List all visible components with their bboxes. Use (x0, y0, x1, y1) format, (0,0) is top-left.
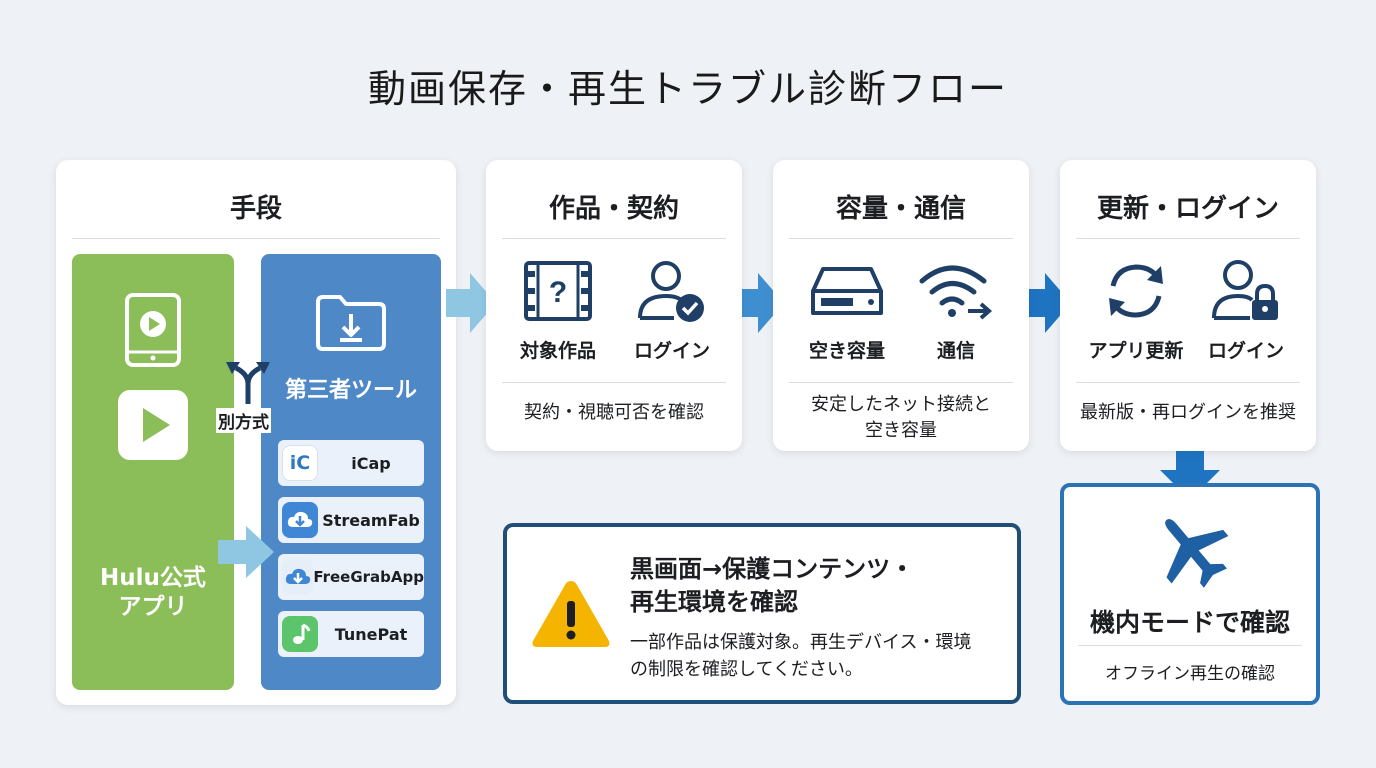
divider (789, 238, 1013, 239)
alt-method-label: 別方式 (216, 408, 271, 433)
warning-body-line: 一部作品は保護対象。再生デバイス・環境 (630, 632, 972, 653)
warning-title-line: 黒画面→保護コンテンツ・ (630, 555, 915, 583)
third-party-label: 第三者ツール (284, 378, 417, 403)
tool-item-freegrabapp[interactable]: FreeGrabApp (278, 554, 424, 600)
divider (502, 238, 726, 239)
stage-item-label: ログイン (1207, 340, 1284, 362)
divider (1076, 238, 1300, 239)
film-question-icon: ? (518, 256, 598, 326)
tablet-play-icon (125, 293, 181, 367)
wifi-icon (916, 256, 996, 326)
stage-note: 安定したネット接続と 空き容量 (783, 392, 1019, 444)
stage-card-storage: 容量・通信 空き容量 通信 安定したネット接続と 空き容量 (773, 160, 1029, 451)
cloud-download-icon (282, 502, 318, 538)
tool-name: FreeGrabApp (313, 568, 424, 586)
music-note-icon (282, 616, 318, 652)
stage-note: 最新版・再ログインを推奨 (1080, 402, 1296, 423)
user-check-icon (632, 256, 712, 326)
warning-title: 黒画面→保護コンテンツ・ 再生環境を確認 (630, 553, 914, 619)
refresh-icon (1096, 256, 1176, 326)
cloud-download-icon (282, 559, 314, 595)
tool-name: TunePat (334, 624, 408, 644)
tool-item-tunepat[interactable]: TunePat (278, 611, 424, 657)
stage-note-line: 安定したネット接続と (811, 394, 991, 415)
stage-heading: 作品・契約 (548, 194, 679, 224)
warning-icon (532, 581, 610, 647)
divider (789, 382, 1013, 383)
airplane-mode-box: 機内モードで確認 オフライン再生の確認 (1060, 483, 1320, 705)
airplane-title: 機内モードで確認 (1089, 608, 1290, 637)
flow-arrow-icon (1021, 273, 1071, 333)
warning-body-line: の制限を確認してください。 (630, 659, 863, 680)
warning-box: 黒画面→保護コンテンツ・ 再生環境を確認 一部作品は保護対象。再生デバイス・環境… (503, 523, 1021, 704)
divider (72, 238, 440, 239)
airplane-icon (1165, 518, 1229, 588)
fork-arrow-icon (226, 362, 270, 404)
user-lock-icon (1206, 256, 1286, 326)
flow-arrow-down-icon (1160, 446, 1220, 500)
methods-heading: 手段 (229, 194, 282, 224)
arrow-right-icon (218, 526, 274, 578)
stage-heading: 容量・通信 (835, 194, 966, 224)
flow-arrow-icon (734, 273, 784, 333)
storage-drive-icon (807, 256, 887, 326)
tool-item-streamfab[interactable]: StreamFab (278, 497, 424, 543)
stage-item-label: 通信 (936, 340, 975, 362)
official-app-panel: Hulu公式 アプリ (72, 254, 234, 690)
divider (1078, 645, 1302, 646)
stage-note-line: 空き容量 (865, 420, 937, 442)
stage-item-label: ログイン (633, 340, 710, 362)
airplane-note: オフライン再生の確認 (1105, 664, 1275, 684)
folder-download-icon (316, 295, 386, 351)
tool-name: StreamFab (322, 510, 420, 530)
warning-title-line: 再生環境を確認 (630, 588, 798, 617)
page-title: 動画保存・再生トラブル診断フロー (367, 67, 1008, 111)
stage-card-contract: 作品・契約 ? 対象作品 ログイン 契約・視聴可否を確認 (486, 160, 742, 451)
divider (502, 382, 726, 383)
warning-body: 一部作品は保護対象。再生デバイス・環境 の制限を確認してください。 (630, 629, 971, 683)
official-app-label: Hulu公式 アプリ (100, 565, 206, 620)
play-button-icon (118, 390, 188, 460)
svg-text:?: ? (549, 276, 567, 309)
tool-name: iCap (351, 453, 391, 473)
tool-item-icap[interactable]: iC iCap (278, 440, 424, 486)
divider (1076, 382, 1300, 383)
ic-logo-icon: iC (282, 445, 318, 481)
stage-note: 契約・視聴可否を確認 (524, 402, 704, 423)
stage-card-update: 更新・ログイン アプリ更新 ログイン 最新版・再ログインを推奨 (1060, 160, 1316, 451)
stage-item-label: アプリ更新 (1088, 340, 1184, 362)
flow-arrow-icon (446, 273, 496, 333)
stage-item-label: 空き容量 (808, 340, 885, 362)
stage-heading: 更新・ログイン (1096, 194, 1279, 224)
methods-card: 手段 Hulu公式 アプリ 第三者ツール 別方式 (56, 160, 456, 705)
stage-item-label: 対象作品 (519, 340, 596, 362)
